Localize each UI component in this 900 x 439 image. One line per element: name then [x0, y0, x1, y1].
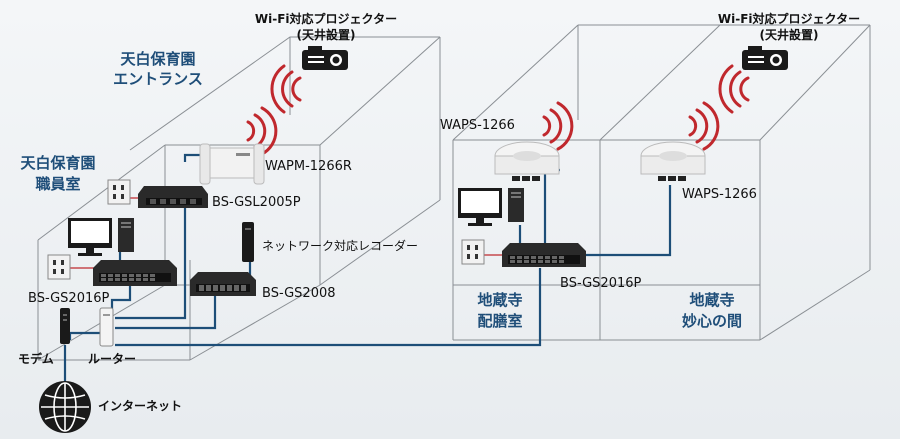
projector-left-label: Wi-Fi対応プロジェクター [255, 11, 397, 26]
labels: Wi-Fi対応プロジェクター (天井設置) Wi-Fi対応プロジェクター (天井… [18, 11, 860, 413]
outlet-icon [461, 239, 485, 265]
room-myoshin-label-1: 地蔵寺 [689, 291, 734, 309]
router-label: ルーター [88, 352, 136, 366]
room-staff-label-2: 職員室 [35, 175, 80, 193]
cable-switch-apright [575, 185, 672, 257]
cable-router-right [115, 268, 542, 347]
projector-right-label: Wi-Fi対応プロジェクター [718, 11, 860, 26]
switch-icon [190, 272, 256, 296]
switch-gs2016-left-label: BS-GS2016P [28, 291, 110, 306]
cable-switch-apmid [543, 168, 560, 248]
access-point-icon [494, 141, 560, 181]
ap-left-label: WAPM-1266R [265, 159, 352, 174]
desktop-pc-icon [68, 218, 134, 256]
outlet-icon [47, 254, 71, 280]
internet-label: インターネット [98, 399, 182, 413]
desktop-pc-icon [458, 188, 524, 226]
projector-right-sublabel: (天井設置) [760, 27, 819, 42]
room-entrance-box [37, 36, 441, 361]
cable-gsl-ap [183, 153, 205, 162]
wifi-arc-projector-left [270, 64, 302, 114]
globe-icon [39, 381, 91, 433]
room-entrance-label-1: 天白保育園 [120, 50, 195, 68]
access-point-icon [199, 143, 265, 185]
router-icon [99, 307, 114, 347]
wifi-arc-ap-mid [542, 101, 574, 151]
switch-gs2016-right-label: BS-GS2016P [560, 276, 642, 291]
room-entrance-label-2: エントランス [113, 70, 203, 88]
wifi-arc-ap-right [688, 101, 720, 151]
room-hall-label-1: 地蔵寺 [477, 291, 522, 309]
wifi-arc-projector-right [718, 64, 750, 114]
ap-mid-label: WAPS-1266 [440, 118, 515, 133]
switch-gsl-label: BS-GSL2005P [212, 195, 301, 210]
outlet-icon [107, 179, 131, 205]
projector-icon [742, 46, 788, 70]
switch-icon [138, 186, 208, 208]
wireless-signals [246, 64, 750, 156]
switch-icon [502, 243, 586, 267]
switch-gs2008-label: BS-GS2008 [262, 286, 336, 301]
cable-router-gsl [115, 195, 187, 320]
recorder-icon [242, 222, 254, 262]
cable-router-switch [110, 285, 132, 313]
recorder-label: ネットワーク対応レコーダー [262, 238, 418, 253]
room-hall-box [452, 24, 871, 341]
modem-icon [60, 308, 70, 344]
projector-left-sublabel: (天井設置) [297, 27, 356, 42]
cable-router-gs2008 [115, 295, 217, 330]
room-hall-label-2: 配膳室 [477, 312, 522, 330]
projector-icon [302, 46, 348, 70]
room-staff-label-1: 天白保育園 [20, 154, 95, 172]
access-point-icon [640, 141, 706, 181]
ap-right-label: WAPS-1266 [682, 187, 757, 202]
modem-label: モデム [18, 351, 54, 366]
room-myoshin-label-2: 妙心の間 [682, 312, 742, 330]
switch-icon [93, 260, 177, 286]
